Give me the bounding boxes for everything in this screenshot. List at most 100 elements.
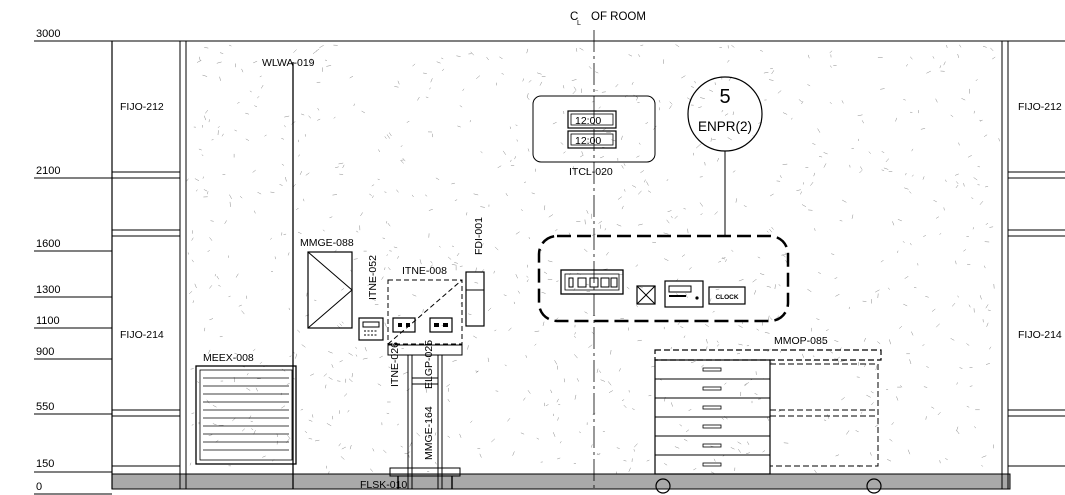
texture-speck — [447, 256, 452, 260]
texture-speck — [495, 390, 499, 392]
texture-speck — [839, 220, 843, 222]
texture-speck — [441, 57, 444, 60]
texture-speck — [779, 350, 782, 353]
texture-speck — [260, 84, 264, 89]
texture-speck — [287, 435, 291, 439]
texture-speck — [807, 288, 812, 293]
texture-speck — [939, 460, 941, 464]
texture-speck — [688, 409, 692, 411]
texture-speck — [735, 198, 738, 203]
texture-speck — [769, 228, 773, 233]
texture-speck — [640, 44, 644, 46]
texture-speck — [922, 344, 925, 347]
texture-speck — [576, 378, 580, 382]
texture-speck — [475, 267, 477, 272]
texture-speck — [348, 378, 353, 383]
texture-speck — [632, 185, 637, 188]
texture-speck — [245, 112, 249, 115]
texture-speck — [732, 170, 736, 173]
texture-speck — [412, 294, 417, 297]
texture-speck — [259, 361, 263, 364]
texture-speck — [675, 293, 679, 296]
texture-speck — [253, 210, 256, 214]
texture-speck — [559, 441, 562, 444]
texture-speck — [370, 468, 373, 472]
texture-speck — [228, 255, 230, 258]
texture-speck — [937, 412, 941, 416]
texture-speck — [818, 272, 821, 274]
texture-speck — [201, 154, 204, 157]
texture-speck — [766, 230, 769, 233]
texture-speck — [341, 446, 346, 450]
texture-speck — [645, 122, 649, 125]
level-label: 1300 — [36, 284, 60, 296]
texture-speck — [671, 402, 673, 407]
texture-speck — [328, 351, 333, 354]
texture-speck — [480, 243, 484, 248]
texture-speck — [289, 355, 292, 357]
texture-speck — [411, 194, 414, 198]
texture-speck — [875, 289, 880, 293]
texture-speck — [552, 432, 556, 437]
texture-speck — [902, 241, 905, 243]
texture-speck — [604, 228, 607, 231]
texture-speck — [586, 210, 589, 214]
texture-speck — [987, 309, 991, 311]
texture-speck — [958, 142, 960, 146]
texture-speck — [623, 460, 627, 462]
texture-speck — [771, 226, 774, 230]
texture-speck — [301, 113, 305, 116]
texture-speck — [945, 179, 947, 182]
title-of-room: OF ROOM — [591, 11, 646, 23]
joinery-left: FIJO-212 FIJO-214 — [111, 101, 181, 475]
texture-speck — [972, 227, 974, 230]
texture-speck — [710, 471, 715, 474]
drawer-handle — [702, 386, 722, 391]
texture-speck — [885, 158, 889, 163]
texture-speck — [683, 438, 688, 442]
texture-speck — [868, 151, 871, 154]
texture-speck — [434, 461, 437, 465]
texture-speck — [541, 291, 546, 294]
texture-speck — [694, 80, 696, 84]
texture-speck — [447, 435, 451, 438]
texture-speck — [547, 260, 553, 263]
texture-speck — [505, 193, 508, 197]
texture-speck — [830, 351, 834, 354]
texture-speck — [369, 193, 372, 196]
texture-speck — [679, 424, 683, 427]
texture-speck — [823, 419, 827, 421]
texture-speck — [349, 445, 352, 450]
texture-speck — [981, 455, 987, 458]
texture-speck — [825, 329, 829, 332]
texture-speck — [931, 406, 935, 409]
texture-speck — [442, 68, 445, 72]
texture-speck — [709, 89, 714, 92]
texture-speck — [896, 396, 899, 401]
texture-speck — [296, 207, 299, 211]
texture-speck — [935, 216, 940, 219]
texture-speck — [216, 275, 220, 280]
texture-speck — [326, 423, 332, 427]
texture-speck — [718, 261, 722, 263]
texture-speck — [189, 291, 193, 294]
texture-speck — [526, 264, 529, 268]
floor-strip — [111, 473, 1011, 490]
texture-speck — [520, 432, 525, 435]
texture-speck — [683, 208, 686, 210]
level-label: 3000 — [36, 28, 60, 40]
texture-speck — [782, 112, 788, 115]
texture-speck — [207, 250, 210, 252]
texture-speck — [983, 265, 986, 269]
texture-speck — [212, 404, 217, 408]
texture-speck — [925, 416, 927, 420]
texture-speck — [616, 447, 620, 449]
texture-speck — [252, 348, 256, 352]
texture-speck — [812, 143, 816, 145]
texture-speck — [889, 339, 891, 345]
texture-speck — [381, 276, 384, 280]
joinery-tag-lower-left: FIJO-214 — [120, 329, 164, 341]
texture-speck — [757, 256, 761, 259]
texture-speck — [936, 323, 940, 328]
texture-speck — [821, 340, 825, 344]
